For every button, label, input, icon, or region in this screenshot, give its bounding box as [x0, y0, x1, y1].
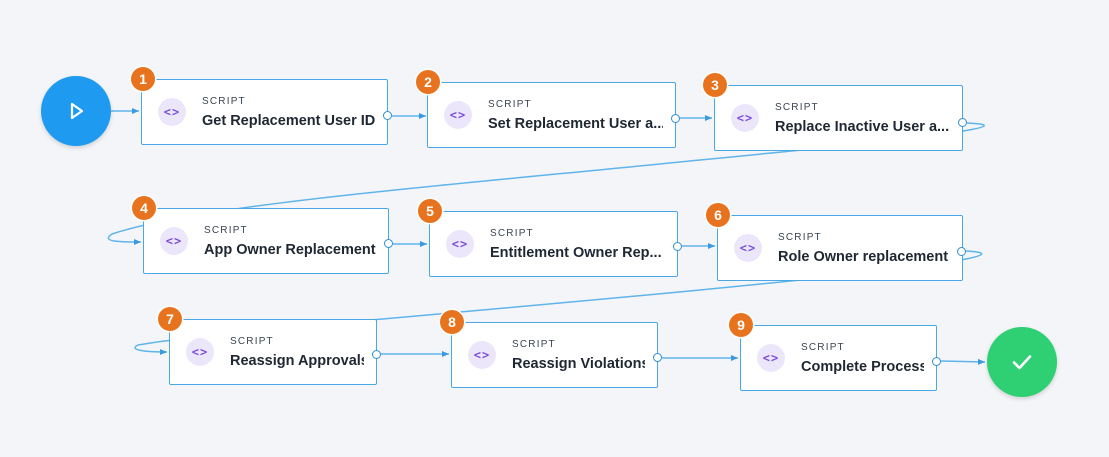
code-icon: <>	[186, 338, 214, 366]
step-badge-9: 9	[729, 313, 753, 337]
node-title: Complete Process	[801, 359, 924, 375]
code-icon: <>	[731, 104, 759, 132]
start-node[interactable]	[41, 76, 111, 146]
step-badge-6: 6	[706, 203, 730, 227]
step-badge-2: 2	[416, 70, 440, 94]
script-node-6[interactable]: <> SCRIPT Role Owner replacement	[717, 215, 963, 281]
node-type-label: SCRIPT	[512, 339, 556, 350]
node-type-label: SCRIPT	[204, 225, 248, 236]
end-node[interactable]	[987, 327, 1057, 397]
node-title: Entitlement Owner Rep...	[490, 245, 662, 261]
code-icon: <>	[446, 230, 474, 258]
play-icon	[70, 102, 84, 120]
output-port-7[interactable]	[372, 350, 381, 359]
node-type-label: SCRIPT	[801, 342, 845, 353]
node-title: Reassign Violations	[512, 356, 645, 372]
node-title: Reassign Approvals	[230, 353, 364, 369]
script-node-3[interactable]: <> SCRIPT Replace Inactive User a...	[714, 85, 963, 151]
code-icon: <>	[468, 341, 496, 369]
script-node-1[interactable]: <> SCRIPT Get Replacement User ID	[141, 79, 388, 145]
output-port-3[interactable]	[958, 118, 967, 127]
node-type-label: SCRIPT	[775, 102, 819, 113]
script-node-4[interactable]: <> SCRIPT App Owner Replacement	[143, 208, 389, 274]
step-badge-1: 1	[131, 67, 155, 91]
output-port-5[interactable]	[673, 242, 682, 251]
output-port-4[interactable]	[384, 239, 393, 248]
script-node-5[interactable]: <> SCRIPT Entitlement Owner Rep...	[429, 211, 678, 277]
code-icon: <>	[158, 98, 186, 126]
node-title: Replace Inactive User a...	[775, 119, 950, 135]
code-icon: <>	[160, 227, 188, 255]
output-port-2[interactable]	[671, 114, 680, 123]
node-title: Get Replacement User ID	[202, 113, 375, 129]
output-port-8[interactable]	[653, 353, 662, 362]
code-icon: <>	[734, 234, 762, 262]
node-type-label: SCRIPT	[778, 232, 822, 243]
step-badge-5: 5	[418, 199, 442, 223]
script-node-9[interactable]: <> SCRIPT Complete Process	[740, 325, 937, 391]
check-icon	[1012, 355, 1032, 370]
step-badge-4: 4	[132, 196, 156, 220]
code-icon: <>	[444, 101, 472, 129]
node-type-label: SCRIPT	[230, 336, 274, 347]
script-node-8[interactable]: <> SCRIPT Reassign Violations	[451, 322, 658, 388]
node-title: Set Replacement User a...	[488, 116, 663, 132]
output-port-6[interactable]	[957, 247, 966, 256]
script-node-2[interactable]: <> SCRIPT Set Replacement User a...	[427, 82, 676, 148]
step-badge-7: 7	[158, 307, 182, 331]
edge-9-end	[940, 358, 986, 365]
step-badge-8: 8	[440, 310, 464, 334]
script-node-7[interactable]: <> SCRIPT Reassign Approvals	[169, 319, 377, 385]
node-type-label: SCRIPT	[488, 99, 532, 110]
code-icon: <>	[757, 344, 785, 372]
node-type-label: SCRIPT	[202, 96, 246, 107]
output-port-9[interactable]	[932, 357, 941, 366]
step-badge-3: 3	[703, 73, 727, 97]
node-type-label: SCRIPT	[490, 228, 534, 239]
node-title: Role Owner replacement	[778, 249, 949, 265]
output-port-1[interactable]	[383, 111, 392, 120]
node-title: App Owner Replacement	[204, 242, 376, 258]
